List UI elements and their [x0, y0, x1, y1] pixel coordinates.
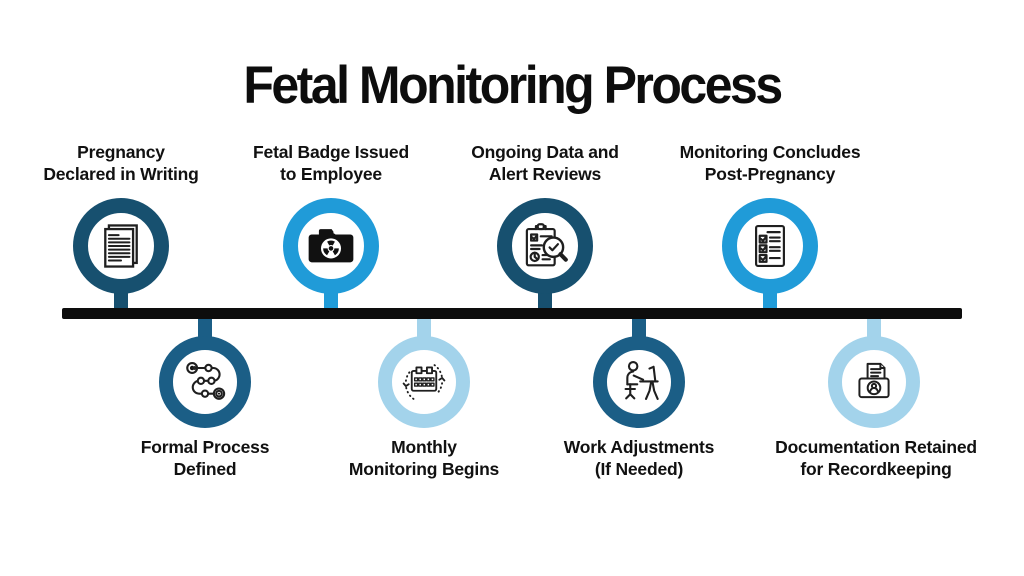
stem-8 [867, 314, 881, 342]
step-circle-2 [283, 198, 379, 294]
document-icon [104, 224, 138, 268]
step-circle-6 [378, 336, 470, 428]
step-circle-1 [73, 198, 169, 294]
step-circle-7 [593, 336, 685, 428]
records-folder-icon [858, 362, 890, 399]
data-review-icon [525, 223, 568, 267]
step-circle-4 [722, 198, 818, 294]
radiation-badge-icon [308, 229, 354, 263]
step-circle-8 [828, 336, 920, 428]
work-desk-icon [624, 361, 659, 400]
process-flow-icon [186, 362, 226, 400]
timeline-bar [62, 308, 962, 319]
stem-7 [632, 314, 646, 342]
page-title: Fetal Monitoring Process [243, 55, 783, 115]
step-circle-3 [497, 198, 593, 294]
step-label-7: Work Adjustments(If Needed) [563, 437, 715, 479]
calendar-recurring-icon [402, 364, 446, 400]
stem-5 [198, 314, 212, 342]
stem-6 [417, 314, 431, 342]
checklist-icon [755, 224, 785, 268]
step-circle-5 [159, 336, 251, 428]
